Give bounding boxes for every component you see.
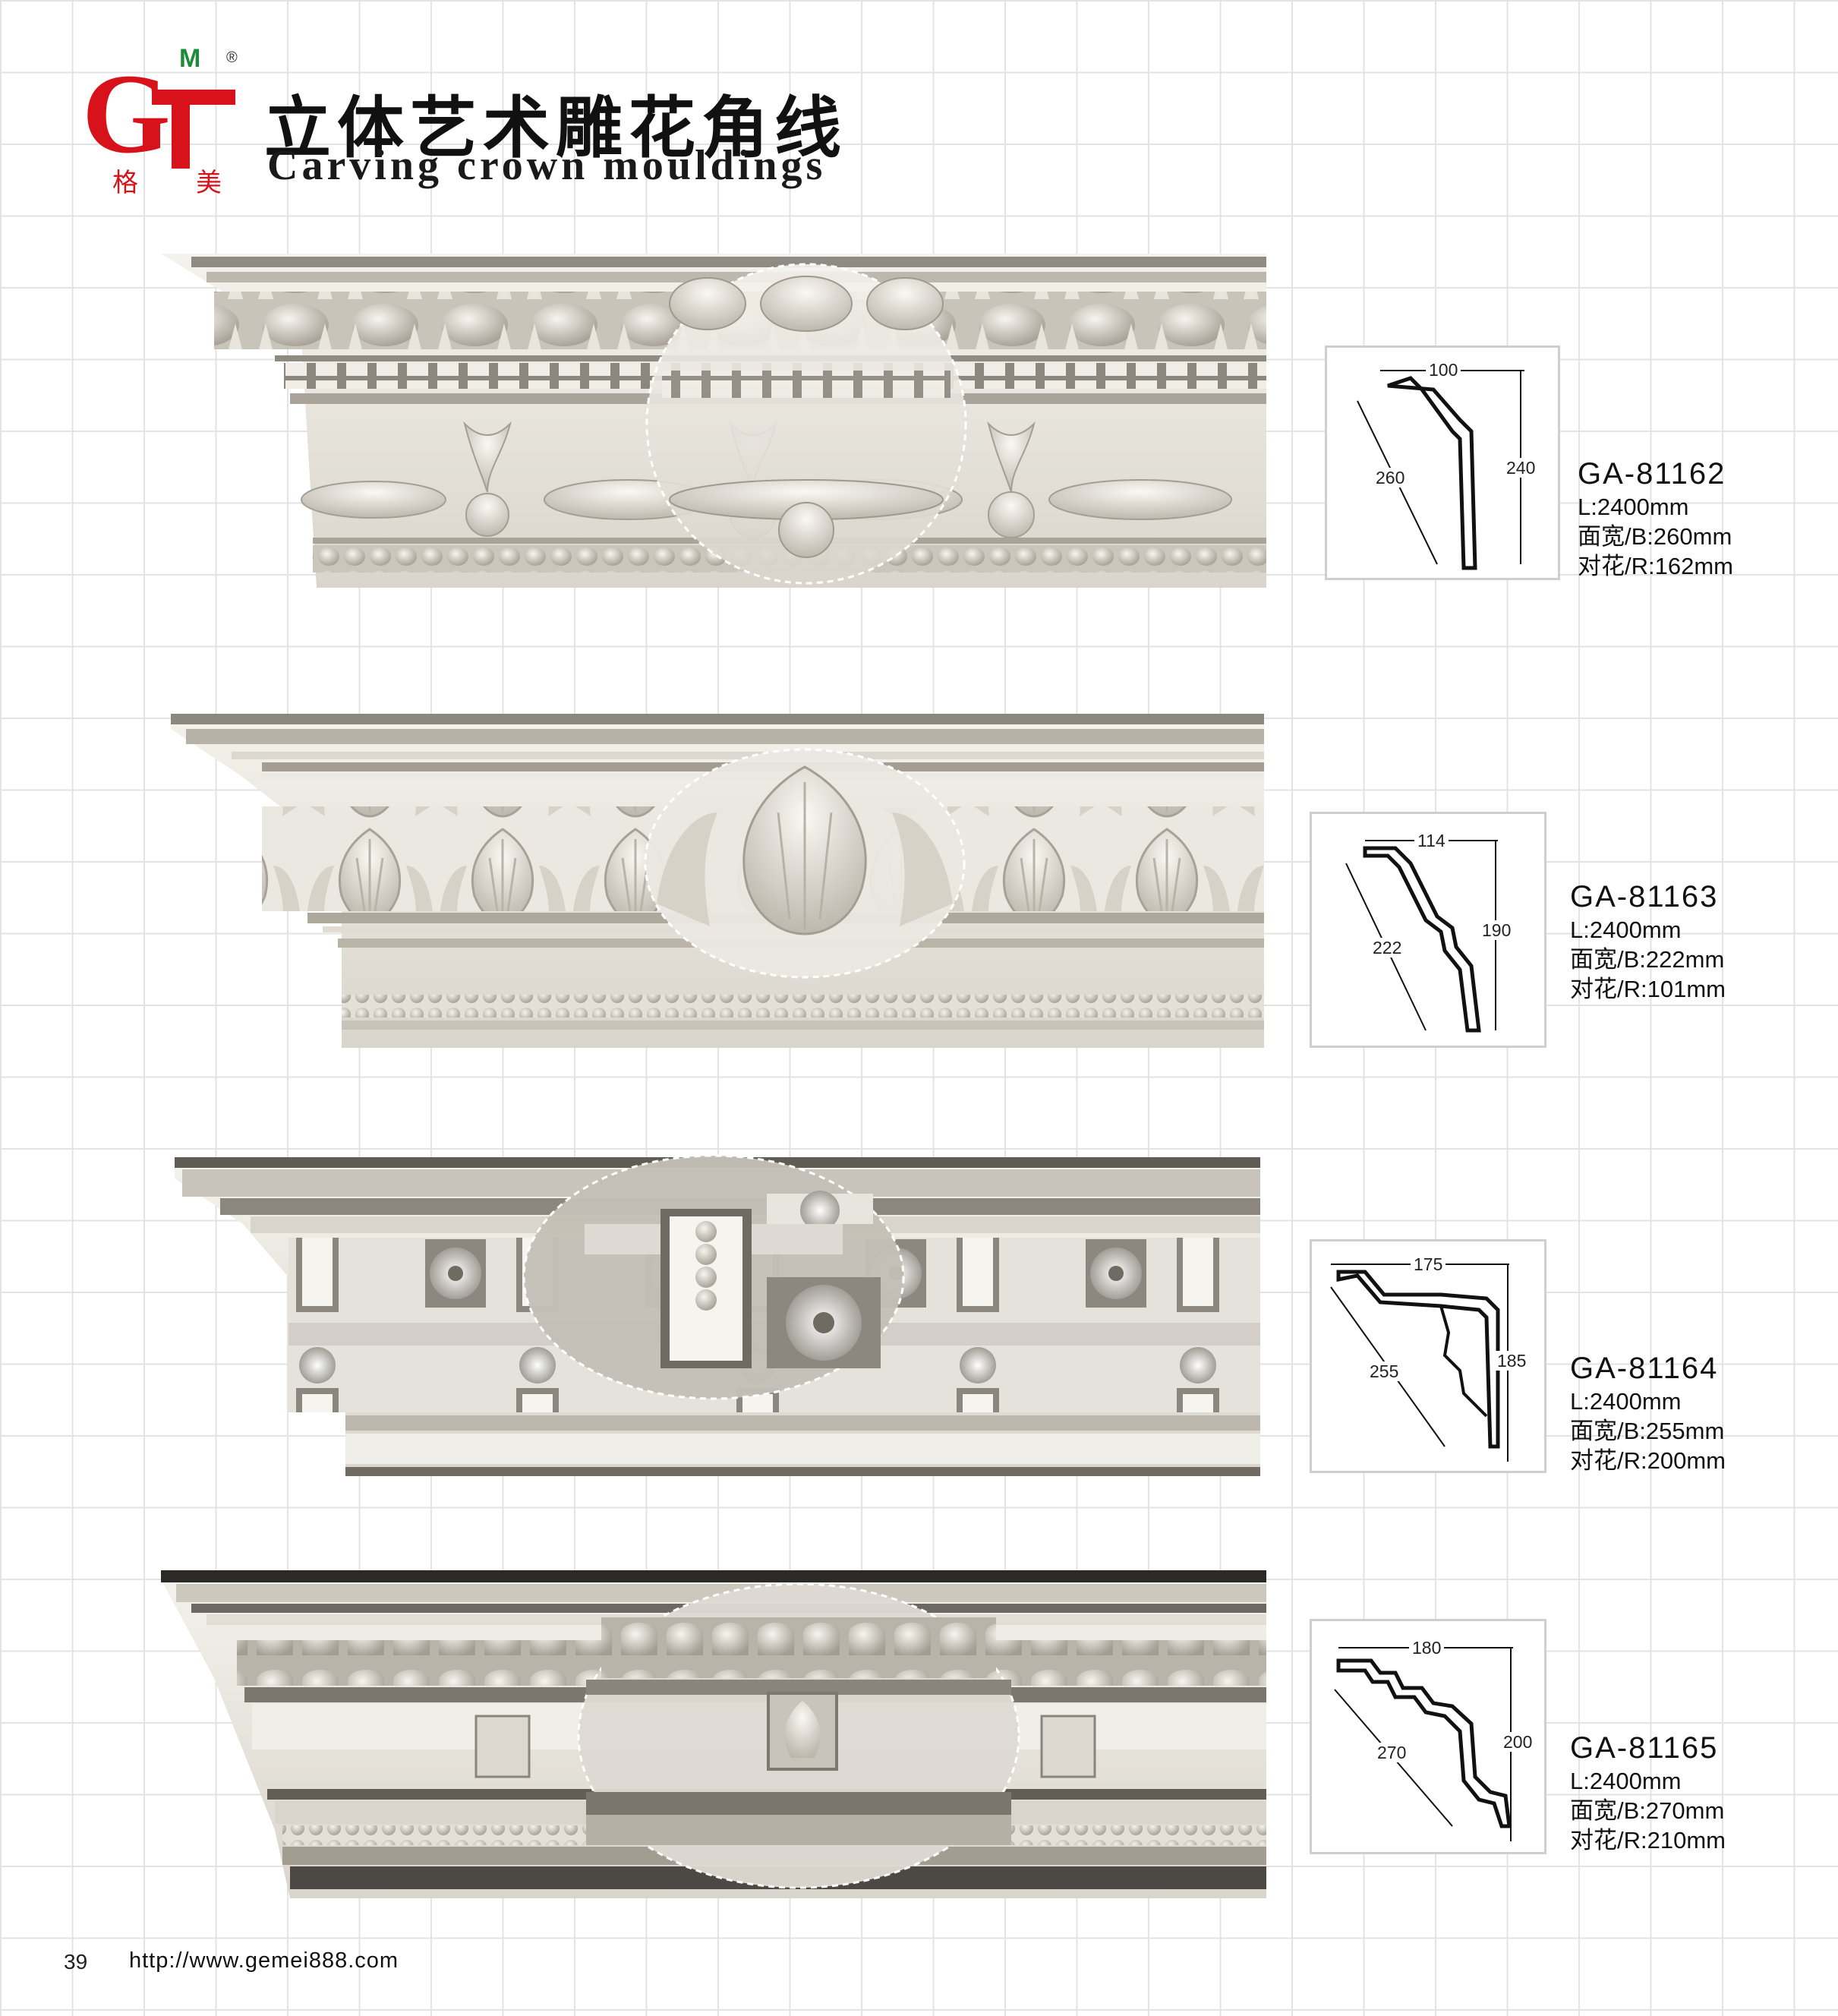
logo-letter-g: G [82,51,171,177]
moulding-illustration [175,1154,1260,1476]
spec-ga-81164: GA-81164 L:2400mm 面宽/B:255mm 对花/R:200mm [1570,1350,1767,1475]
dimension-diagonal: 270 [1374,1743,1410,1762]
product-repeat: 对花/R:101mm [1570,976,1726,1002]
dimension-side: 185 [1494,1351,1530,1371]
product-code: GA-81165 [1570,1731,1719,1765]
product-repeat: 对花/R:210mm [1570,1827,1726,1854]
product-length: L:2400mm [1570,917,1682,943]
dimension-diagonal: 260 [1373,468,1408,487]
product-length: L:2400mm [1570,1768,1682,1794]
logo-brand-char-1: 格 [112,168,138,197]
page-title-chinese: 立体艺术雕花角线 [264,89,848,167]
product-length: L:2400mm [1578,494,1689,520]
product-code: GA-81163 [1570,880,1719,913]
logo-t-stem [172,93,190,169]
moulding-photo-ga-81165 [161,1564,1266,1898]
profile-diagram-ga-81164: 175 255 185 [1310,1239,1546,1473]
moulding-photo-ga-81164 [175,1148,1260,1476]
product-length: L:2400mm [1570,1388,1682,1415]
dimension-side: 190 [1479,920,1515,940]
brand-logo: M ® G 格 美 [82,44,257,198]
profile-diagram-ga-81162: 100 260 240 [1325,345,1560,580]
product-width: 面宽/B:255mm [1570,1418,1725,1444]
registered-mark: ® [226,49,238,66]
logo-t-bar [152,90,235,105]
profile-diagram-ga-81165: 180 270 200 [1310,1619,1546,1854]
moulding-photo-ga-81163 [171,714,1264,1048]
product-width: 面宽/B:270mm [1570,1797,1725,1824]
dimension-top: 180 [1409,1638,1445,1658]
spec-ga-81163: GA-81163 L:2400mm 面宽/B:222mm 对花/R:101mm [1570,879,1767,1004]
moulding-illustration [161,1570,1266,1898]
product-width: 面宽/B:222mm [1570,946,1725,973]
dimension-diagonal: 255 [1367,1361,1402,1381]
page-title-english: Carving crown mouldings [267,142,827,189]
dimension-diagonal: 222 [1370,938,1405,958]
website-link[interactable]: http://www.gemei888.com [129,1948,399,1973]
logo-letter-m: M [179,46,200,73]
logo-brand-char-2: 美 [196,168,222,197]
spec-ga-81162: GA-81162 L:2400mm 面宽/B:260mm 对花/R:162mm [1578,456,1775,581]
product-width: 面宽/B:260mm [1578,523,1732,550]
moulding-illustration [171,714,1264,1048]
product-code: GA-81162 [1578,457,1726,491]
dimension-top: 114 [1414,831,1449,850]
profile-diagram-ga-81163: 114 222 190 [1310,812,1546,1048]
product-code: GA-81164 [1570,1352,1719,1385]
product-repeat: 对花/R:200mm [1570,1447,1726,1474]
spec-ga-81165: GA-81165 L:2400mm 面宽/B:270mm 对花/R:210mm [1570,1730,1767,1855]
dimension-top: 100 [1426,360,1461,380]
product-repeat: 对花/R:162mm [1578,553,1733,579]
page-number: 39 [64,1950,88,1973]
moulding-illustration [161,254,1266,588]
dimension-top: 175 [1411,1254,1446,1274]
dimension-side: 240 [1503,458,1539,478]
dimension-side: 200 [1500,1732,1536,1752]
moulding-photo-ga-81162 [161,249,1266,588]
gemei-logo-mark: M ® G 格 美 [82,44,238,198]
